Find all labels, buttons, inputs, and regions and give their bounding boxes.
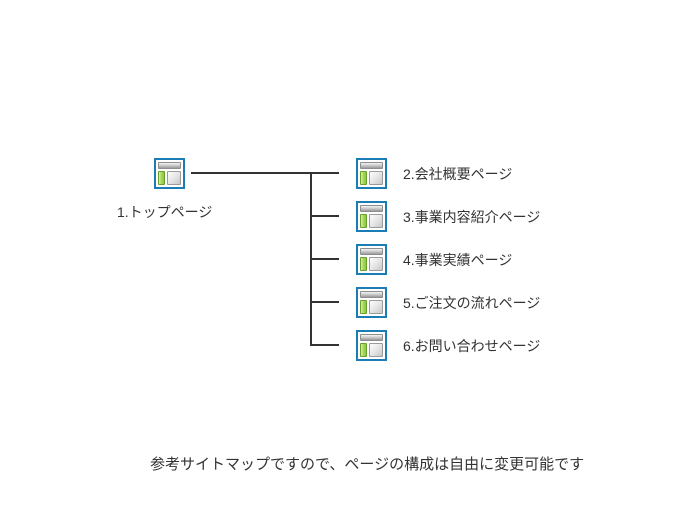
page-icon-content (369, 214, 383, 228)
connector-branch (311, 258, 339, 260)
page-icon-header (360, 248, 383, 255)
page-icon-body (360, 343, 383, 357)
page-icon (154, 158, 185, 189)
page-icon-sidebar (360, 171, 367, 185)
sitemap-node: 2.会社概要ページ (356, 158, 512, 189)
sitemap-node-label: 3.事業内容紹介ページ (403, 208, 541, 225)
page-icon-body (360, 257, 383, 271)
sitemap-node-label: 5.ご注文の流れページ (403, 294, 541, 311)
sitemap-node-label: 6.お問い合わせページ (403, 337, 541, 354)
connector-branch (311, 301, 339, 303)
page-icon-body (158, 171, 181, 185)
sitemap-node-label: 2.会社概要ページ (403, 165, 513, 182)
connector-root-to-trunk (191, 172, 339, 174)
page-icon-header (360, 162, 383, 169)
page-icon-content (369, 257, 383, 271)
page-icon-content (369, 300, 383, 314)
page-icon-header (158, 162, 181, 169)
connector-branch (311, 215, 339, 217)
page-icon-sidebar (360, 300, 367, 314)
sitemap-root-label: 1.トップページ (117, 204, 213, 220)
page-icon-sidebar (360, 257, 367, 271)
sitemap-node: 5.ご注文の流れページ (356, 287, 540, 318)
sitemap-node-label: 4.事業実績ページ (403, 251, 513, 268)
page-icon-sidebar (360, 214, 367, 228)
sitemap-node: 6.お問い合わせページ (356, 330, 540, 361)
page-icon (356, 287, 387, 318)
page-icon-sidebar (360, 343, 367, 357)
page-icon (356, 158, 387, 189)
page-icon-body (360, 300, 383, 314)
page-icon-header (360, 205, 383, 212)
page-icon (356, 330, 387, 361)
page-icon-body (360, 214, 383, 228)
page-icon (356, 244, 387, 275)
page-icon-content (167, 171, 181, 185)
caption-text: 参考サイトマップですので、ページの構成は自由に変更可能です (150, 456, 585, 473)
page-icon-sidebar (158, 171, 165, 185)
page-icon-header (360, 291, 383, 298)
sitemap-node: 4.事業実績ページ (356, 244, 512, 275)
sitemap-root-node (154, 158, 185, 189)
page-icon-content (369, 343, 383, 357)
page-icon-header (360, 334, 383, 341)
page-icon (356, 201, 387, 232)
page-icon-body (360, 171, 383, 185)
connector-branch (311, 344, 339, 346)
page-icon-content (369, 171, 383, 185)
sitemap-node: 3.事業内容紹介ページ (356, 201, 540, 232)
